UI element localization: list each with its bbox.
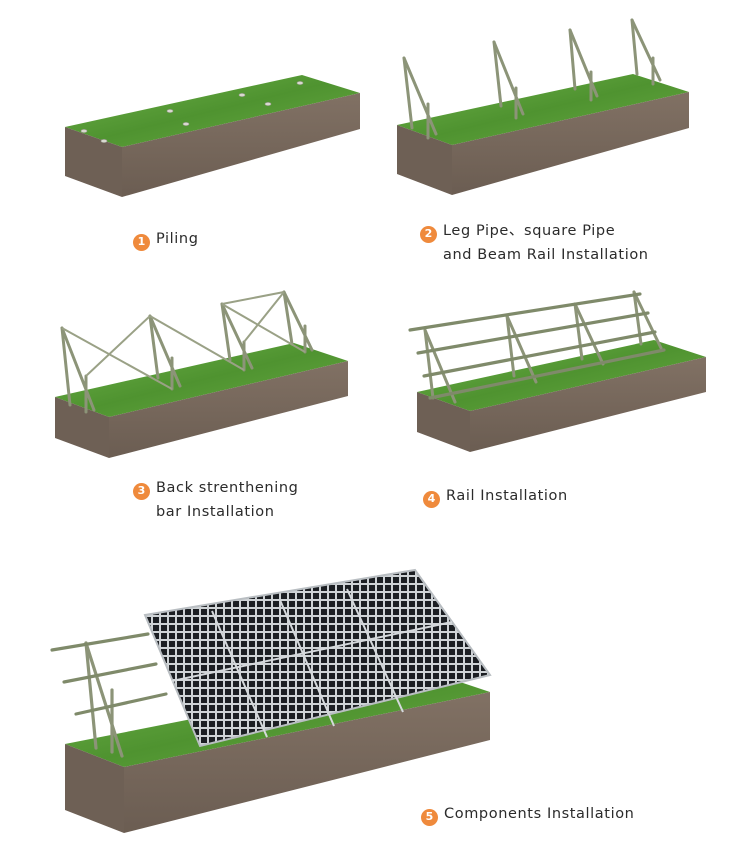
ground-front [417, 392, 470, 452]
step-1-badge: 1 [133, 233, 150, 251]
leg-frames [402, 18, 662, 140]
step-3-illustration [55, 290, 348, 458]
solar-panel-array [143, 568, 492, 748]
step-5-label: Components Installation [444, 806, 635, 822]
step-4-badge: 4 [423, 490, 440, 508]
step-2-label-line2: and Beam Rail Installation [443, 247, 649, 263]
ground-top [397, 74, 689, 145]
support-frames [84, 641, 124, 758]
step-5-badge: 5 [421, 808, 438, 826]
rail-frames [423, 290, 663, 404]
step-3-caption: 3 Back strenthening bar Installation [133, 476, 298, 524]
back-bars [61, 291, 306, 390]
ground-front [55, 397, 109, 458]
exposed-rails [50, 632, 168, 716]
step-3-label-line2: bar Installation [156, 504, 275, 520]
step-4-caption: 4 Rail Installation [423, 484, 568, 508]
step-2-label-line1: Leg Pipe、square Pipe [443, 223, 616, 239]
ground-top [55, 343, 348, 417]
step-3-label-line1: Back strenthening [156, 480, 299, 496]
ground-side [470, 357, 706, 452]
step-5-caption: 5 Components Installation [421, 802, 634, 826]
ground-front [65, 127, 122, 197]
rails [408, 292, 666, 400]
ground-side [122, 93, 360, 197]
ground-side [452, 92, 689, 195]
ground-side [124, 692, 490, 833]
step-1-caption: 1 Piling [133, 227, 199, 251]
ground-top [65, 75, 360, 147]
pile-heads [80, 81, 304, 143]
step-5-illustration [50, 568, 492, 833]
ground-front [397, 125, 452, 195]
step-1-illustration [65, 75, 360, 197]
step-4-illustration [408, 290, 706, 452]
ground-front [65, 744, 124, 833]
braced-frames [60, 290, 314, 414]
step-1-label: Piling [156, 231, 199, 247]
step-3-badge: 3 [133, 482, 150, 500]
step-2-badge: 2 [420, 225, 437, 243]
ground-side [109, 361, 348, 458]
step-4-label: Rail Installation [446, 488, 568, 504]
step-2-illustration [397, 18, 689, 195]
step-2-caption: 2 Leg Pipe、square Pipe and Beam Rail Inst… [420, 219, 649, 267]
